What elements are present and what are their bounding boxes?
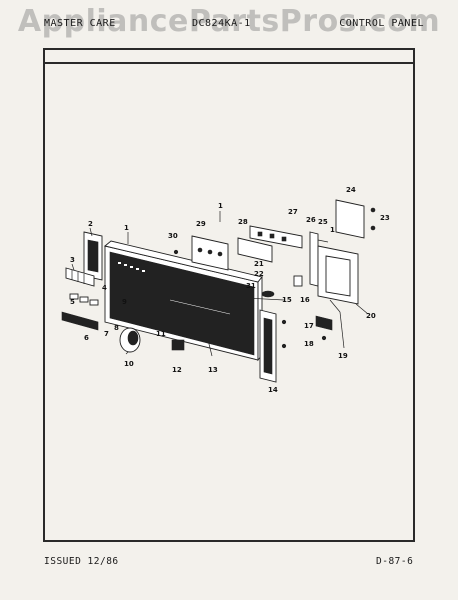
callout-21: 21 [254, 260, 264, 268]
callout-19: 19 [338, 352, 348, 360]
callout-5: 5 [70, 298, 75, 306]
callout-2: 2 [88, 220, 93, 228]
switch-row-part [65, 267, 95, 287]
screws-part [370, 207, 376, 231]
callout-14: 14 [268, 386, 278, 394]
callout-13: 13 [208, 366, 218, 374]
callout-24: 24 [346, 186, 356, 194]
header-model-line: MASTER CARE [44, 18, 116, 29]
callout-18: 18 [304, 340, 314, 348]
callout-30: 30 [168, 232, 178, 240]
diagram-frame [43, 48, 415, 542]
page-code: D-87-6 [376, 556, 414, 567]
bracket-part [83, 231, 103, 281]
watermark: AppliancePartsPros.com [17, 4, 441, 39]
terminal-block-part [249, 225, 303, 249]
knob-part [119, 327, 141, 353]
callout-labels: 1 2 3 4 5 6 7 8 9 10 11 12 13 14 15 16 1… [70, 186, 390, 394]
header-section-title: CONTROL PANEL [339, 18, 424, 29]
callout-8: 8 [114, 324, 119, 332]
callout-3: 3 [70, 256, 75, 264]
small-switch-part [171, 339, 185, 351]
callout-12: 12 [172, 366, 182, 374]
frame-rule [45, 62, 413, 64]
callout-9: 9 [122, 298, 127, 306]
callout-11: 11 [156, 330, 166, 338]
callout-17: 17 [304, 322, 314, 330]
timer-part [237, 237, 273, 263]
small-parts [173, 249, 345, 349]
callout-22: 22 [254, 270, 264, 278]
callout-15: 15 [282, 296, 292, 304]
end-cap-part [259, 309, 277, 383]
callout-20: 20 [366, 312, 376, 320]
callout-1-b: 1 [218, 202, 223, 210]
leader-lines [71, 211, 369, 357]
callout-25: 25 [318, 218, 328, 226]
callout-16: 16 [300, 296, 310, 304]
callout-4: 4 [102, 284, 107, 292]
callout-23: 23 [380, 214, 390, 222]
callout-1: 1 [124, 224, 129, 232]
callout-10: 10 [124, 360, 134, 368]
callout-28: 28 [238, 218, 248, 226]
page-header: MASTER CARE DC824KA-1 CONTROL PANEL [44, 14, 424, 36]
callout-6: 6 [84, 334, 89, 342]
callout-31: 31 [246, 282, 256, 290]
issued-date: ISSUED 12/86 [44, 556, 119, 567]
control-box-part [317, 245, 359, 313]
switch-assembly-part [61, 311, 99, 331]
callout-26: 26 [306, 216, 316, 224]
header-model-number: DC824KA-1 [192, 18, 251, 29]
cover-part [335, 199, 365, 239]
buttons-part [69, 293, 99, 306]
timer-board-part [191, 235, 229, 271]
callout-7: 7 [104, 330, 109, 338]
callout-1-c: 1 [330, 226, 335, 234]
callout-27: 27 [288, 208, 298, 216]
callout-29: 29 [196, 220, 206, 228]
